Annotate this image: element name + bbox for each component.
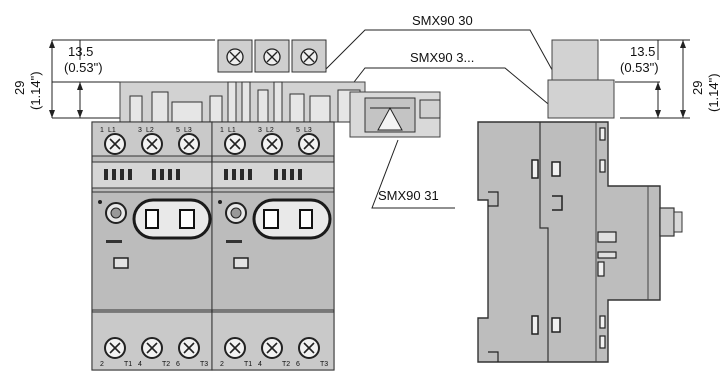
terminal-label: T1 [124, 361, 132, 368]
terminal-screw-icon [224, 337, 246, 359]
terminal-label: 3 [258, 127, 262, 134]
callout-leaders: SMX90 30 SMX90 3... SMX90 31 [324, 13, 567, 209]
terminal-screw-icon [261, 133, 283, 155]
terminal-label: T3 [320, 361, 328, 368]
terminal-screw-icon [104, 337, 126, 359]
left-dimension-annotations: 13.5 (0.53") 29 (1.14") [12, 39, 215, 119]
adjustment-dial-icon [105, 202, 127, 224]
terminal-label: 2 [100, 361, 104, 368]
left-height-label: 29 [12, 81, 27, 95]
terminal-label: L2 [266, 127, 274, 134]
terminal-label: L3 [304, 127, 312, 134]
callout-smx90-30: SMX90 30 [412, 13, 473, 28]
terminal-screw-icon [298, 337, 320, 359]
callout-smx90-3x: SMX90 3... [410, 50, 474, 65]
right-width-label: 13.5 [630, 44, 655, 59]
terminal-label: 4 [138, 361, 142, 368]
terminal-screw-icon [261, 337, 283, 359]
right-width-inch-label: (0.53") [620, 60, 659, 75]
terminal-label: 6 [176, 361, 180, 368]
busbar-screw-icon [300, 48, 318, 66]
motor-starter-1: 1 L1 3 L2 5 L3 2 T1 4 T2 6 [91, 121, 213, 371]
motor-starter-2: 1 L1 3 L2 5 L3 2 T1 4 T2 6 T3 [211, 121, 335, 371]
left-height-inch-label: (1.14") [28, 71, 43, 110]
terminal-screw-icon [141, 337, 163, 359]
callout-smx90-31: SMX90 31 [378, 188, 439, 203]
terminal-label: 6 [296, 361, 300, 368]
terminal-screw-icon [104, 133, 126, 155]
terminal-label: T3 [200, 361, 208, 368]
right-height-label: 29 [690, 81, 705, 95]
rotary-handle-icon [132, 198, 212, 240]
left-width-inch-label: (0.53") [64, 60, 103, 75]
right-dimension-annotations: 13.5 (0.53") 29 (1.14") [600, 39, 720, 119]
terminal-screw-icon [178, 337, 200, 359]
busbar-screw-icon [263, 48, 281, 66]
terminal-label: 5 [176, 127, 180, 134]
terminal-label: T1 [244, 361, 252, 368]
terminal-screw-icon [224, 133, 246, 155]
adjustment-dial-icon [225, 202, 247, 224]
terminal-label: 1 [220, 127, 224, 134]
terminal-label: T2 [162, 361, 170, 368]
side-view-starter [477, 39, 683, 363]
terminal-screw-icon [178, 133, 200, 155]
busbar-screw-icon [226, 48, 244, 66]
terminal-label: L1 [228, 127, 236, 134]
rotary-handle-icon [252, 198, 332, 240]
terminal-label: 5 [296, 127, 300, 134]
terminal-label: L2 [146, 127, 154, 134]
terminal-label: 3 [138, 127, 142, 134]
terminal-label: 4 [258, 361, 262, 368]
terminal-screw-icon [298, 133, 320, 155]
right-height-inch-label: (1.14") [706, 73, 720, 112]
terminal-label: 1 [100, 127, 104, 134]
terminal-label: T2 [282, 361, 290, 368]
busbar-accessory [119, 39, 441, 138]
terminal-label: 2 [220, 361, 224, 368]
left-width-label: 13.5 [68, 44, 93, 59]
terminal-label: L3 [184, 127, 192, 134]
terminal-screw-icon [141, 133, 163, 155]
terminal-label: L1 [108, 127, 116, 134]
